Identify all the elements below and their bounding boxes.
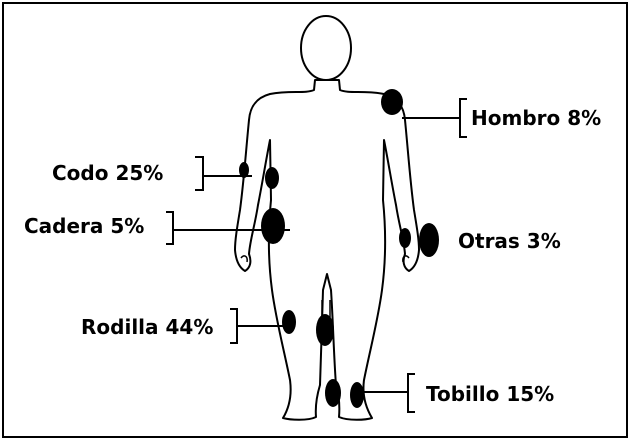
label-hombro: Hombro 8%	[471, 106, 601, 130]
label-rodilla: Rodilla 44%	[81, 315, 213, 339]
bracket-rodilla	[230, 309, 237, 343]
figure-head	[301, 16, 351, 80]
label-codo: Codo 25%	[52, 161, 163, 185]
marker-hip	[261, 208, 285, 244]
marker-knee-right	[316, 314, 334, 346]
marker-other-hand	[419, 223, 439, 257]
marker-knee-left	[282, 310, 296, 334]
label-otras: Otras 3%	[458, 229, 561, 253]
bracket-cadera	[166, 212, 173, 244]
marker-other-wrist	[399, 228, 411, 248]
bracket-tobillo	[408, 374, 415, 412]
marker-shoulder	[381, 89, 403, 115]
figure-body	[235, 80, 419, 420]
bracket-hombro	[460, 99, 467, 137]
marker-ankle-left	[325, 379, 341, 407]
label-tobillo: Tobillo 15%	[426, 382, 554, 406]
marker-ankle-right	[350, 382, 364, 408]
marker-elbow-right	[265, 167, 279, 189]
bracket-codo	[195, 157, 203, 190]
label-cadera: Cadera 5%	[24, 214, 144, 238]
